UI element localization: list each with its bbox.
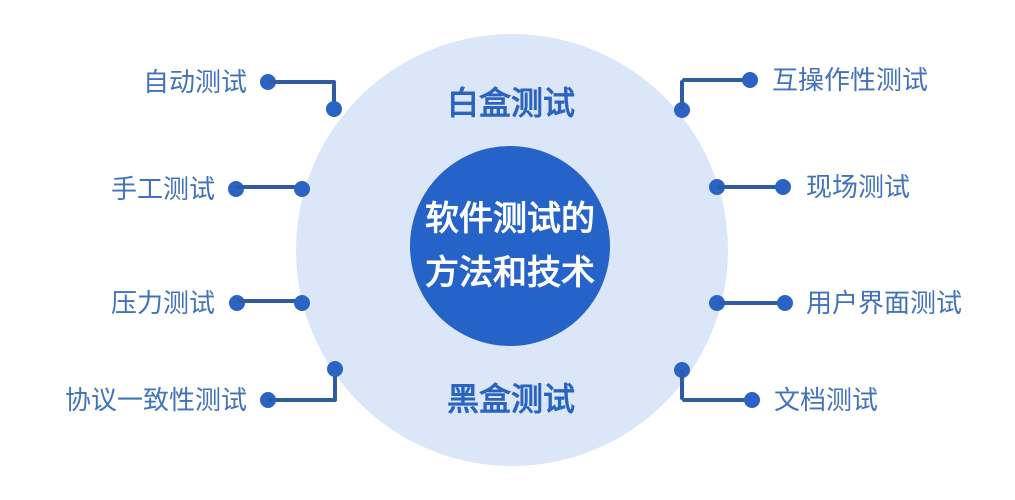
connector-dot <box>742 72 758 88</box>
category-white-box-testing: 白盒测试 <box>446 85 575 121</box>
label-manual-testing: 手工测试 <box>110 174 215 204</box>
connector-line <box>680 370 684 400</box>
label-user-interface-testing: 用户界面测试 <box>806 288 963 318</box>
center-circle: 软件测试的 方法和技术 <box>410 146 610 346</box>
connector-dot <box>327 361 343 377</box>
center-title-line2: 方法和技术 <box>425 254 595 292</box>
connector-line <box>268 398 337 402</box>
connector-line <box>332 82 336 109</box>
connector-line <box>680 80 684 110</box>
connector-dot <box>775 179 791 195</box>
connector-line <box>236 185 302 189</box>
connector-dot <box>294 295 310 311</box>
connector-dot <box>744 392 760 408</box>
category-black-box-testing: 黑盒测试 <box>446 381 575 417</box>
connector-line <box>237 299 302 303</box>
label-stress-testing: 压力测试 <box>110 288 215 318</box>
connector-line <box>333 370 337 400</box>
connector-dot <box>294 181 310 197</box>
connector-line <box>717 301 785 305</box>
connector-dot <box>326 101 342 117</box>
connector-dot <box>228 181 244 197</box>
connector-dot <box>777 295 793 311</box>
connector-line <box>682 398 752 402</box>
connector-dot <box>229 295 245 311</box>
label-automated-testing: 自动测试 <box>142 67 247 97</box>
connector-line <box>268 80 336 84</box>
label-interoperability-testing: 互操作性测试 <box>772 65 929 95</box>
label-documentation-testing: 文档测试 <box>774 385 879 415</box>
center-title-line1: 软件测试的 <box>425 200 595 238</box>
connector-line <box>717 185 783 189</box>
connector-line <box>682 78 750 82</box>
label-protocol-conformance-testing: 协议一致性测试 <box>64 385 247 415</box>
connector-dot <box>674 102 690 118</box>
label-field-testing: 现场测试 <box>806 172 911 202</box>
